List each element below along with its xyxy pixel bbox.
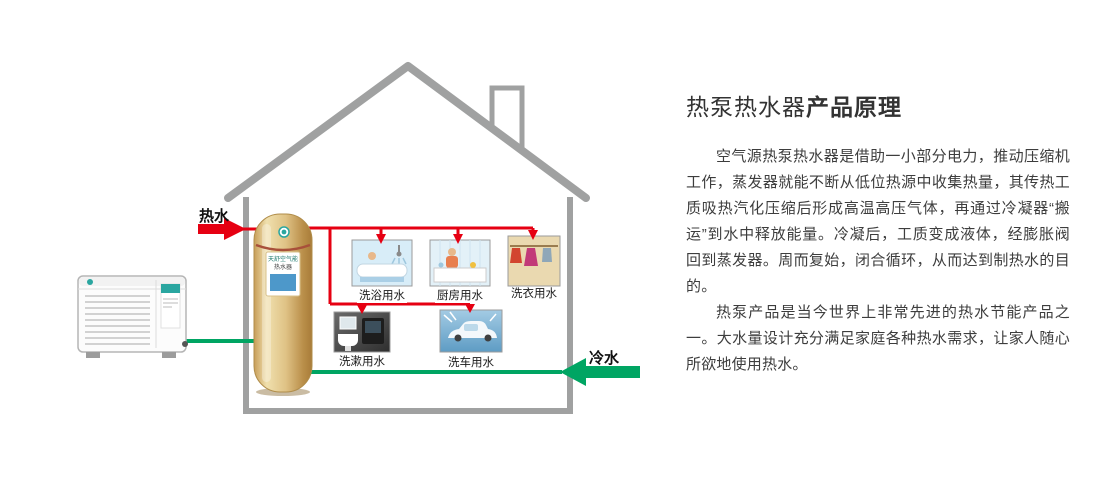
heat-pump-diagram: 天舒空气能 热水器 xyxy=(77,62,640,414)
tank-brand-subtext: 热水器 xyxy=(274,263,292,271)
unit-label xyxy=(160,283,181,329)
washing-illustration xyxy=(333,311,391,353)
usage-label-laundry: 洗衣用水 xyxy=(509,287,559,301)
bath-illustration xyxy=(351,239,413,287)
unit-grille xyxy=(85,295,150,345)
cold-water-pipe xyxy=(186,339,640,386)
roof xyxy=(224,62,590,202)
usage-label-washing: 洗漱用水 xyxy=(337,355,387,369)
hot-water-label: 热水 xyxy=(199,208,230,225)
cold-water-label: 冷水 xyxy=(589,350,620,367)
page-title: 热泵热水器产品原理 xyxy=(686,88,1070,122)
usage-label-bath: 洗浴用水 xyxy=(357,289,407,303)
kitchen-illustration xyxy=(429,239,491,287)
usage-label-kitchen: 厨房用水 xyxy=(435,289,485,303)
tank-brand-text: 天舒空气能 xyxy=(268,255,298,263)
hot-water-inlet-arrow xyxy=(198,218,246,240)
water-tank: 天舒空气能 热水器 xyxy=(253,213,313,396)
laundry-illustration xyxy=(507,235,561,287)
title-bold: 产品原理 xyxy=(806,94,902,120)
cold-water-arrow xyxy=(560,358,640,386)
paragraph-1: 空气源热泵热水器是借助一小部分电力，推动压缩机工作，蒸发器就能不断从低位热源中收… xyxy=(686,148,1070,295)
outdoor-unit xyxy=(77,275,188,358)
tank-label: 天舒空气能 热水器 xyxy=(265,251,301,297)
hot-water-arrows xyxy=(198,218,538,314)
article-panel: 热泵热水器产品原理 空气源热泵热水器是借助一小部分电力，推动压缩机工作，蒸发器就… xyxy=(686,88,1070,378)
usage-label-carwash: 洗车用水 xyxy=(446,356,496,370)
house-diagram-svg: 天舒空气能 热水器 xyxy=(77,62,640,414)
title-regular: 热泵热水器 xyxy=(686,94,806,120)
paragraph-2: 热泵产品是当今世界上非常先进的热水节能产品之一。大水量设计充分满足家庭各种热水需… xyxy=(686,304,1070,373)
carwash-illustration xyxy=(439,309,503,353)
unit-logo xyxy=(87,279,93,285)
